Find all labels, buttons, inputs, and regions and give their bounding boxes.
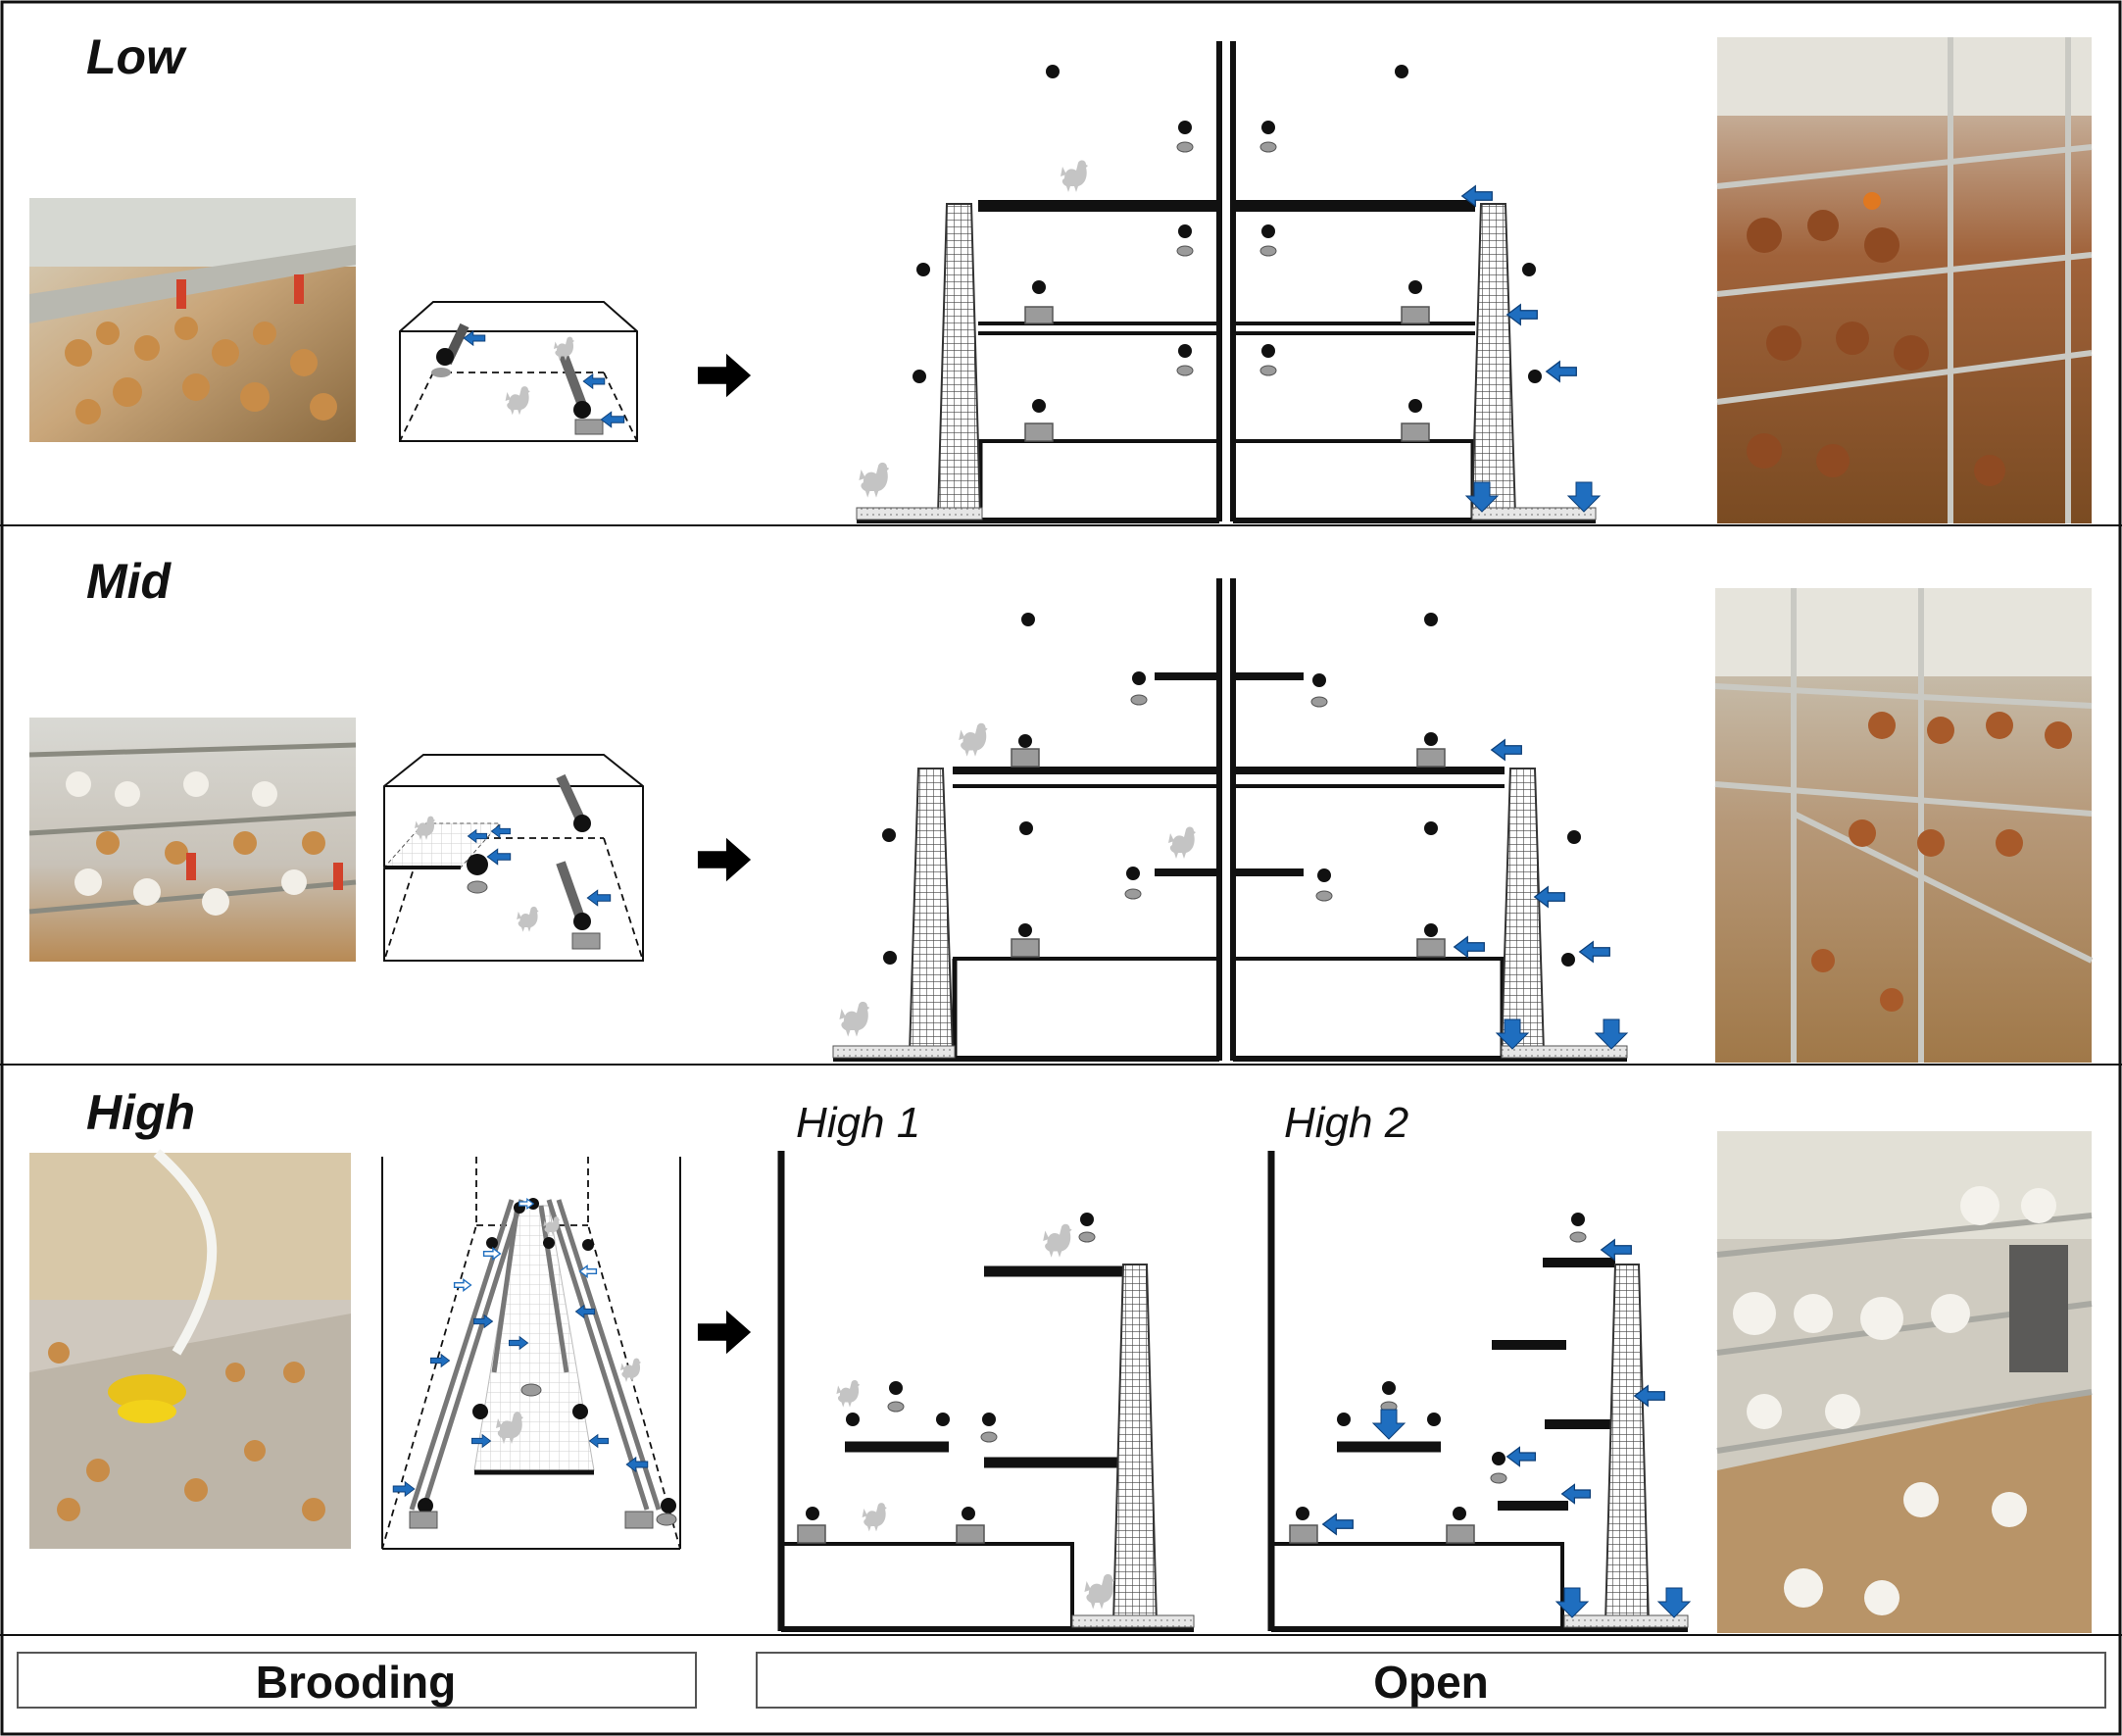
nest-access-arrow-icon [1601,1239,1632,1261]
nest-access-arrow-icon [453,1278,472,1292]
open-photo-mid [1714,588,2094,1063]
chicken-icon [1168,826,1196,859]
nest-access-arrow-icon [1566,481,1602,513]
open-schematic-mid [833,578,1627,1062]
ladder-ramp-icon [1604,1264,1651,1624]
open-schematic-high-2 [1267,1151,1688,1632]
chicken-icon [620,1358,641,1382]
footer-brooding-box [17,1652,697,1709]
brooding-photo-high [29,1149,351,1549]
footer-label-open: Open [1373,1657,1489,1708]
chicken-icon [1043,1223,1072,1258]
litter-floor [1501,1045,1628,1059]
nest-access-arrow-icon [588,1434,610,1448]
nest-access-arrow-icon [463,330,486,346]
chicken-icon [836,1380,861,1408]
row-low: Low [29,29,2093,523]
transition-arrow-icon [697,1310,752,1355]
litter-floor [1071,1614,1195,1628]
nest-access-arrow-icon [1464,481,1500,513]
chicken-icon [1084,1573,1115,1610]
footer-open-box [756,1652,2106,1709]
transition-arrow-icon [697,837,752,882]
chicken-icon [1061,160,1088,192]
nest-access-arrow-icon [429,1354,451,1367]
sublabel-high-1: High 1 [796,1099,920,1147]
nest-access-arrow-icon [586,889,612,907]
footer-bar: Brooding Open [17,1652,2106,1709]
brooding-schematic-low [399,301,638,442]
feeder-icon [1024,306,1430,442]
nest-access-arrow-icon [1554,1587,1590,1618]
nest-access-arrow-icon [392,1481,416,1497]
brooding-photo-mid [28,718,357,962]
litter-floor [1471,507,1597,521]
litter-floor [1563,1614,1689,1628]
drinker-icon [882,613,1581,967]
nest-access-arrow-icon [1454,936,1485,958]
row-label-high: High [86,1085,195,1140]
transition-arrow-icon [697,353,752,398]
nest-access-arrow-icon [1594,1018,1629,1050]
nest-access-arrow-icon [1560,1483,1592,1505]
drinker-icon [1296,1213,1585,1520]
nest-access-arrow-icon [1546,361,1577,382]
footer-label-brooding: Brooding [256,1657,456,1708]
feeder-icon [1011,748,1446,958]
nest-access-arrow-icon [1579,941,1610,963]
ladder-ramp-icon [936,203,1517,517]
row-high: High [29,1085,2093,1633]
nest-access-arrow-icon [1505,1446,1537,1467]
drinker-icon [806,1213,1094,1520]
ladder-ramp-icon [1111,1264,1159,1624]
nest-access-arrow-icon [486,848,512,866]
brooding-photo-low [29,198,356,442]
nest-access-arrow-icon [1322,1513,1354,1535]
chicken-icon [862,1503,887,1532]
brooding-schematic-mid [382,754,644,962]
drinker-icon [913,65,1542,413]
nest-access-arrow-icon [600,411,625,428]
chicken-icon [505,386,530,416]
brooding-schematic-high [381,1157,681,1550]
chicken-icon [959,722,988,757]
ladder-ramp-icon [908,768,1546,1054]
nest-access-arrow-icon [1371,1409,1406,1440]
row-label-low: Low [86,29,187,84]
open-photo-high [1716,1131,2093,1633]
nest-access-arrow-icon [1656,1587,1692,1618]
feeder-icon [1289,1524,1475,1544]
row-mid: Mid [28,554,2094,1063]
nest-access-arrow-icon [1495,1018,1530,1050]
chicken-icon [839,1001,870,1037]
sublabel-high-2: High 2 [1284,1099,1408,1147]
chicken-icon [859,462,890,498]
chicken-icon [517,906,539,932]
feeder-icon [797,1524,985,1544]
litter-floor [856,507,983,521]
nest-access-arrow-icon [1506,304,1538,325]
nest-access-arrow-icon [582,373,606,389]
litter-floor [832,1045,956,1059]
row-label-mid: Mid [86,554,173,609]
open-schematic-high-1 [777,1151,1194,1632]
nest-access-arrow-icon [1491,739,1522,761]
open-photo-low [1716,37,2093,523]
